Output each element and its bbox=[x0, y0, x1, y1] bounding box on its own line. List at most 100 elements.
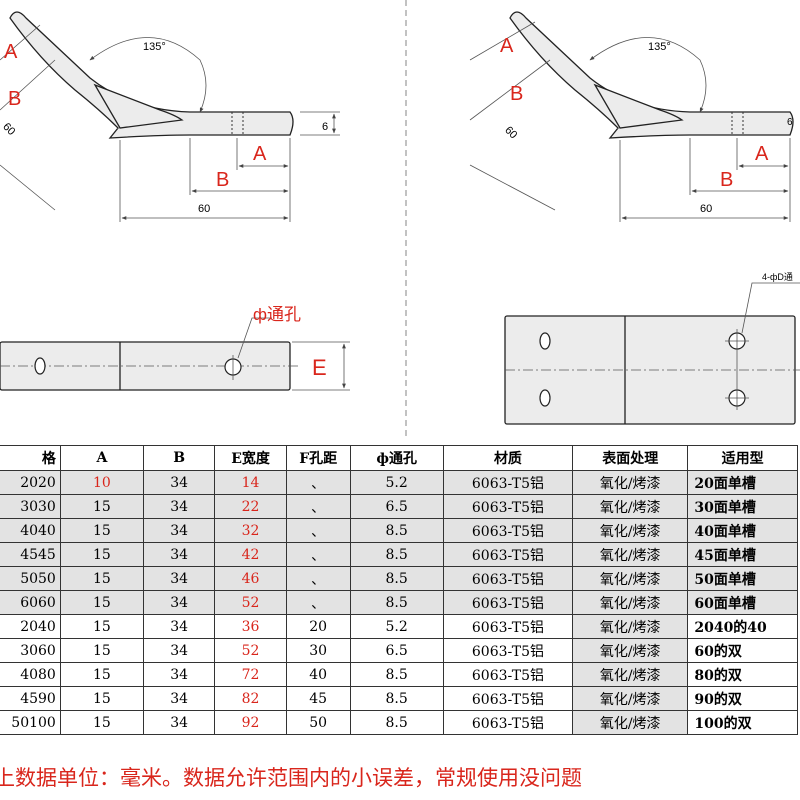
cell-material: 6063-T5铝 bbox=[442, 686, 574, 711]
cell-e: 72 bbox=[214, 662, 287, 687]
cell-finish: 氧化/烤漆 bbox=[572, 542, 689, 567]
left-thickness: 6 bbox=[322, 121, 328, 133]
cell-usage: 30面单槽 bbox=[687, 494, 798, 519]
cell-b: 34 bbox=[142, 518, 216, 543]
cell-a: 15 bbox=[59, 710, 144, 735]
right-hole-label: 4-фD通 bbox=[762, 272, 793, 282]
table-row: 2020 10 34 14 、 5.2 6063-T5铝 氧化/烤漆 20面单槽 bbox=[0, 470, 798, 495]
cell-a: 15 bbox=[59, 638, 144, 663]
cell-model: 3060 bbox=[0, 638, 61, 663]
cell-e: 14 bbox=[214, 470, 287, 495]
cell-finish: 氧化/烤漆 bbox=[572, 470, 689, 495]
cell-finish: 氧化/烤漆 bbox=[572, 566, 689, 591]
right-top-view: 4-фD通 bbox=[504, 272, 800, 425]
cell-e: 52 bbox=[214, 638, 287, 663]
header-finish: 表面处理 bbox=[572, 445, 689, 471]
cell-usage: 20面单槽 bbox=[687, 470, 798, 495]
cell-hole: 8.5 bbox=[349, 518, 444, 543]
cell-b: 34 bbox=[142, 710, 216, 735]
spec-table: 格 A B E宽度 F孔距 ф通孔 材质 表面处理 适用型 2020 10 34… bbox=[0, 445, 798, 735]
cell-a: 15 bbox=[59, 494, 144, 519]
right-length: 60 bbox=[700, 203, 712, 215]
cell-b: 34 bbox=[142, 614, 216, 639]
cell-usage: 60面单槽 bbox=[687, 590, 798, 615]
cell-e: 92 bbox=[214, 710, 287, 735]
cell-f: 、 bbox=[285, 494, 351, 519]
cell-b: 34 bbox=[142, 494, 216, 519]
right-horiz-a-label: A bbox=[755, 143, 769, 165]
cell-hole: 8.5 bbox=[349, 710, 444, 735]
cell-b: 34 bbox=[142, 566, 216, 591]
cell-b: 34 bbox=[142, 686, 216, 711]
cell-f: 、 bbox=[285, 590, 351, 615]
cell-a: 15 bbox=[59, 614, 144, 639]
cell-hole: 5.2 bbox=[349, 470, 444, 495]
table-row: 4590 15 34 82 45 8.5 6063-T5铝 氧化/烤漆 90的双 bbox=[0, 686, 798, 711]
cell-model: 6060 bbox=[0, 590, 61, 615]
header-e-width: E宽度 bbox=[214, 445, 287, 471]
technical-drawing: 135° A B 60 6 A B 60 ф通孔 bbox=[0, 0, 800, 440]
header-a: A bbox=[59, 445, 144, 471]
cell-usage: 40面单槽 bbox=[687, 518, 798, 543]
table-header-row: 格 A B E宽度 F孔距 ф通孔 材质 表面处理 适用型 bbox=[0, 445, 798, 471]
header-b: B bbox=[142, 445, 216, 471]
units-footnote: 上数据单位：毫米。数据允许范围内的小误差，常规使用没问题 bbox=[0, 766, 582, 790]
cell-e: 46 bbox=[214, 566, 287, 591]
cell-a: 15 bbox=[59, 590, 144, 615]
cell-f: 40 bbox=[285, 662, 351, 687]
table-row: 2040 15 34 36 20 5.2 6063-T5铝 氧化/烤漆 2040… bbox=[0, 614, 798, 639]
right-slant-a-label: A bbox=[500, 35, 514, 57]
cell-material: 6063-T5铝 bbox=[442, 542, 574, 567]
left-horiz-b-label: B bbox=[216, 169, 229, 191]
cell-a: 10 bbox=[59, 470, 144, 495]
cell-model: 4080 bbox=[0, 662, 61, 687]
cell-b: 34 bbox=[142, 638, 216, 663]
cell-model: 2020 bbox=[0, 470, 61, 495]
cell-a: 15 bbox=[59, 542, 144, 567]
cell-hole: 8.5 bbox=[349, 542, 444, 567]
cell-f: 45 bbox=[285, 686, 351, 711]
cell-finish: 氧化/烤漆 bbox=[572, 686, 689, 711]
right-slant-length: 60 bbox=[502, 124, 519, 141]
cell-hole: 8.5 bbox=[349, 662, 444, 687]
cell-usage: 60的双 bbox=[687, 638, 798, 663]
cell-finish: 氧化/烤漆 bbox=[572, 614, 689, 639]
cell-material: 6063-T5铝 bbox=[442, 662, 574, 687]
cell-usage: 50面单槽 bbox=[687, 566, 798, 591]
header-material: 材质 bbox=[442, 445, 574, 471]
cell-finish: 氧化/烤漆 bbox=[572, 662, 689, 687]
cell-e: 42 bbox=[214, 542, 287, 567]
cell-finish: 氧化/烤漆 bbox=[572, 638, 689, 663]
cell-usage: 45面单槽 bbox=[687, 542, 798, 567]
cell-f: 30 bbox=[285, 638, 351, 663]
cell-b: 34 bbox=[142, 590, 216, 615]
cell-usage: 100的双 bbox=[687, 710, 798, 735]
cell-b: 34 bbox=[142, 542, 216, 567]
cell-material: 6063-T5铝 bbox=[442, 494, 574, 519]
cell-material: 6063-T5铝 bbox=[442, 638, 574, 663]
cell-e: 82 bbox=[214, 686, 287, 711]
cell-model: 4545 bbox=[0, 542, 61, 567]
cell-model: 50100 bbox=[0, 710, 61, 735]
header-usage: 适用型 bbox=[687, 445, 798, 471]
cell-model: 5050 bbox=[0, 566, 61, 591]
cell-usage: 80的双 bbox=[687, 662, 798, 687]
table-row: 5050 15 34 46 、 8.5 6063-T5铝 氧化/烤漆 50面单槽 bbox=[0, 566, 798, 591]
right-thickness: 6 bbox=[787, 117, 793, 128]
left-slant-a-label: A bbox=[4, 41, 18, 63]
cell-finish: 氧化/烤漆 bbox=[572, 518, 689, 543]
left-slant-b-label: B bbox=[8, 88, 21, 110]
cell-f: 、 bbox=[285, 518, 351, 543]
cell-model: 4040 bbox=[0, 518, 61, 543]
left-angle-label: 135° bbox=[143, 41, 166, 53]
cell-f: 、 bbox=[285, 542, 351, 567]
table-row: 6060 15 34 52 、 8.5 6063-T5铝 氧化/烤漆 60面单槽 bbox=[0, 590, 798, 615]
left-slant-length: 60 bbox=[0, 121, 17, 138]
header-model: 格 bbox=[0, 445, 61, 471]
cell-usage: 90的双 bbox=[687, 686, 798, 711]
header-hole: ф通孔 bbox=[349, 445, 444, 471]
cell-f: 20 bbox=[285, 614, 351, 639]
cell-b: 34 bbox=[142, 470, 216, 495]
right-angle-label: 135° bbox=[648, 41, 671, 53]
cell-f: 、 bbox=[285, 566, 351, 591]
